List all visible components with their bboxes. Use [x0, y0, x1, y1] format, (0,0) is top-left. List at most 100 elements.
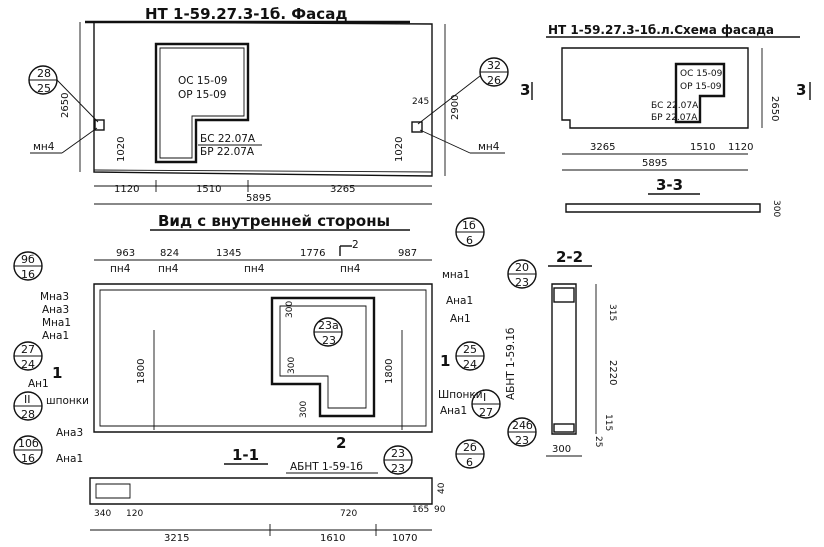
facade-door-label-bottom: БР 22.07А [200, 146, 255, 158]
inner-left-callout-1-bottom: 16 [21, 268, 35, 281]
inner-top-dim-4: 1776 [300, 248, 325, 259]
inner-left-callout-4-bottom: 16 [21, 452, 35, 465]
inner-top-dim-2: 824 [160, 248, 179, 259]
facade-right-tag-leader [419, 129, 471, 154]
section-11-dim-340: 340 [94, 509, 111, 519]
inner-cut-2-bottom: 2 [336, 434, 346, 452]
facade-opening [154, 42, 250, 164]
inner-mna-right-top: мна1 [442, 269, 470, 281]
inner-right-callout-1-bottom: 6 [466, 234, 473, 247]
section-11-bottom-dim-2: 1610 [320, 533, 345, 544]
section-22-dim-300: 300 [552, 444, 571, 455]
inner-right-callout-3-top: I [483, 391, 486, 404]
inner-right-callout-2-top: 25 [463, 343, 477, 356]
scheme-bottom-dim-3: 1120 [728, 142, 753, 153]
inner-ana1-right-bottom: Ана1 [440, 405, 467, 417]
inner-panel-inner-line [99, 289, 427, 427]
facade-right-callout-bottom: 26 [487, 74, 501, 87]
inner-left-callout-4-top: 10б [18, 437, 39, 450]
inner-right-callout-2-bottom: 24 [463, 358, 477, 371]
inner-left-callout-3-top: II [24, 393, 31, 406]
scheme-bottom-dim-2: 1510 [690, 142, 715, 153]
section-33-dim: 300 [771, 200, 781, 217]
section-22-dim-2220: 2220 [607, 360, 618, 385]
inner-left-tag-1: Мна3 [40, 291, 69, 303]
section-11-title: 1-1 [232, 446, 259, 464]
section-11-dim-165: 165 [412, 505, 429, 515]
section-11-callout-top: 23 [391, 447, 405, 460]
section-22-title: 2-2 [556, 248, 583, 266]
facade-window-label-top: ОС 15-09 [178, 75, 227, 87]
inner-left-callout-2-bottom: 24 [21, 358, 35, 371]
facade-embed-left [94, 119, 105, 131]
facade-bottom-edge [93, 169, 433, 173]
inner-left-tag-2: Ана3 [42, 304, 69, 316]
scheme-view: НТ 1-59.27.3-1б.л.Схема фасада ОС 15-09 … [520, 23, 811, 217]
scheme-bottom-dim-1: 3265 [590, 142, 615, 153]
section-11-callout-bottom: 23 [391, 462, 405, 475]
section-22-bottom-detail [553, 423, 575, 433]
inner-dim-300-bot: 300 [299, 401, 309, 418]
inner-cut-1-left: 1 [52, 364, 62, 382]
inner-top-dim-3: 1345 [216, 248, 241, 259]
section-22-callout-2-bottom: 23 [515, 434, 529, 447]
section-22-callout-1-bottom: 23 [515, 276, 529, 289]
facade-bottom-dim-3: 3265 [330, 184, 355, 195]
scheme-cut-right: 3 [796, 81, 806, 99]
scheme-door-label-top: БС 22.07А [651, 101, 699, 111]
inner-shponki-right: Шпонки [438, 389, 483, 401]
inner-an-right: Ан1 [450, 313, 471, 325]
facade-right-callout-top: 32 [487, 59, 501, 72]
inner-ana-right-1: Ана1 [446, 295, 473, 307]
inner-opening [270, 296, 376, 418]
inner-ana1-bottom: Ана1 [56, 453, 83, 465]
scheme-opening [674, 62, 726, 124]
facade-left-dim-small: 1020 [116, 137, 127, 162]
section-33-title: 3-3 [656, 176, 683, 194]
inner-left-tag-3: Мна1 [42, 317, 71, 329]
facade-right-dim-small: 1020 [394, 137, 405, 162]
inner-dim-300-mid: 300 [287, 357, 297, 374]
scheme-panel-outline [561, 47, 749, 129]
section-11-bottom-dim-1: 3215 [164, 533, 189, 544]
scheme-window-label-bottom: ОР 15-09 [680, 82, 722, 92]
facade-left-callout-top: 28 [37, 67, 51, 80]
inner-pn-tag-1: пн4 [110, 263, 131, 275]
facade-window-label-bottom: ОР 15-09 [178, 89, 226, 101]
inner-right-callout-4-bottom: 6 [466, 456, 473, 469]
facade-right-dim-height: 2900 [450, 95, 461, 120]
facade-title: НТ 1-59.27.3-1б. Фасад [145, 5, 347, 23]
section-11-dim-90: 90 [434, 505, 446, 515]
inner-dim-1800-left: 1800 [136, 359, 147, 384]
inner-top-dim-1: 963 [116, 248, 135, 259]
inner-panel-outline [93, 283, 433, 433]
inner-shponki-left: шпонки [46, 395, 89, 407]
section-11-bottom-dim-3: 1070 [392, 533, 417, 544]
inner-pn-tag-4: пн4 [340, 263, 361, 275]
facade-bottom-dim-1: 1120 [114, 184, 139, 195]
section-22-dim-25: 25 [593, 436, 603, 447]
facade-view: НТ 1-59.27.3-1б. Фасад ОС 15-09 ОР 15-09… [28, 5, 509, 205]
section-22-callout-1-top: 20 [515, 261, 529, 274]
scheme-total-dim: 5895 [642, 158, 667, 169]
inner-right-callout-1-top: 1б [462, 219, 476, 232]
section-33-profile [565, 203, 761, 213]
facade-opening-inner [159, 47, 245, 159]
inner-pn-tag-3: пн4 [244, 263, 265, 275]
section-22-label: АБНТ 1-59.1б [505, 328, 517, 400]
facade-left-dim-height: 2650 [60, 93, 71, 118]
inner-top-dim-5: 987 [398, 248, 417, 259]
facade-panel-outline [93, 21, 433, 177]
section-22-dim-115: 115 [603, 414, 613, 431]
inner-right-callout-3-bottom: 27 [479, 406, 493, 419]
inner-view: Вид с внутренней стороны 963 824 1345 17… [13, 212, 501, 469]
inner-view-title: Вид с внутренней стороны [158, 212, 390, 230]
facade-left-callout-leader [56, 79, 99, 123]
scheme-cut-left: 3 [520, 81, 530, 99]
inner-dim-300-top: 300 [285, 301, 295, 318]
facade-bottom-dim-2: 1510 [196, 184, 221, 195]
section-22-view: 2-2 20 23 АБНТ 1-59.1б 315 2220 115 25 2… [505, 248, 618, 457]
inner-right-callout-4-top: 2б [463, 441, 477, 454]
